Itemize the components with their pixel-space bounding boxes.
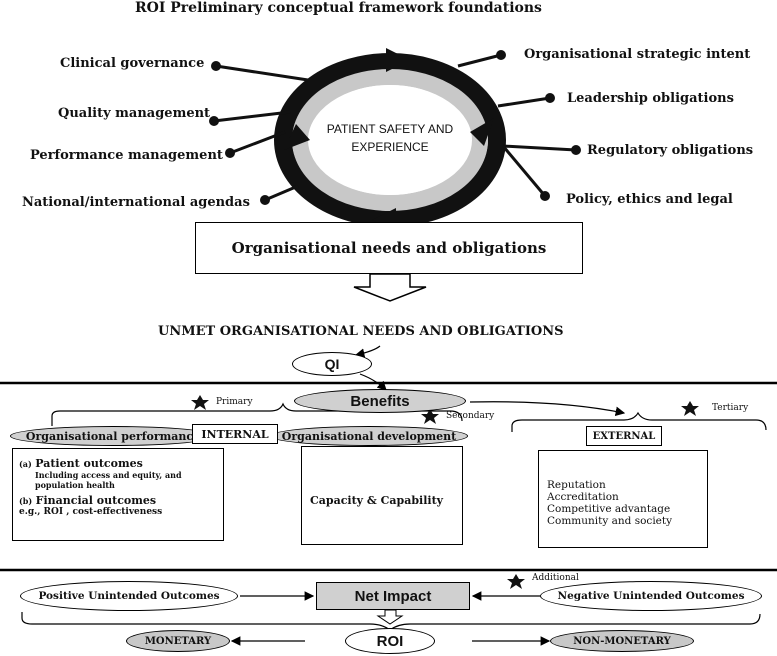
external-detail-box: Reputation Accreditation Competitive adv… — [538, 450, 708, 548]
ring-arrow-top — [386, 48, 410, 72]
left-factor-2: Quality management — [58, 106, 211, 121]
org-development-label: Organisational development — [281, 429, 457, 443]
monetary-oval: MONETARY — [126, 630, 230, 652]
internal-box: INTERNAL — [192, 424, 278, 444]
roi-oval: ROI — [345, 628, 435, 654]
org-development-oval: Organisational development — [270, 426, 468, 446]
needs-box: Organisational needs and obligations — [195, 222, 583, 274]
negative-outcomes-label: Negative Unintended Outcomes — [557, 590, 745, 602]
primary-star — [191, 395, 209, 410]
financial-outcomes-marker: (b) — [19, 496, 33, 506]
right-factor-4: Policy, ethics and legal — [566, 192, 733, 207]
qi-label: QI — [324, 356, 340, 372]
secondary-label: Secondary — [446, 411, 495, 421]
net-impact-label: Net Impact — [354, 587, 432, 605]
secondary-star — [421, 409, 439, 424]
needs-box-label: Organisational needs and obligations — [231, 239, 547, 257]
unmet-heading: UNMET ORGANISATIONAL NEEDS AND OBLIGATIO… — [158, 324, 564, 339]
tertiary-star — [681, 401, 699, 416]
patient-outcomes-detail: Including access and equity, and populat… — [35, 470, 182, 490]
non-monetary-label: NON-MONETARY — [573, 635, 671, 647]
right-factor-1: Organisational strategic intent — [524, 47, 751, 62]
net-impact-box: Net Impact — [316, 582, 470, 610]
qi-oval: QI — [292, 352, 372, 376]
additional-star — [507, 574, 525, 589]
tertiary-label: Tertiary — [712, 403, 749, 413]
left-connectors — [209, 61, 309, 205]
ring-arrow-left — [284, 124, 310, 150]
negative-outcomes-oval: Negative Unintended Outcomes — [540, 581, 762, 611]
financial-outcomes-detail: e.g., ROI , cost-effectiveness — [19, 507, 163, 517]
benefits-label: Benefits — [350, 392, 410, 410]
ring-arrow-right — [470, 118, 494, 146]
left-factor-3: Performance management — [30, 148, 223, 163]
financial-outcomes: Financial outcomes — [35, 494, 157, 507]
patient-outcomes-marker: (a) — [19, 459, 32, 469]
left-factor-4: National/international agendas — [22, 195, 250, 210]
internal-label: INTERNAL — [201, 427, 269, 441]
external-item-2: Accreditation — [547, 491, 619, 503]
capacity-box: Capacity & Capability — [301, 446, 463, 545]
patient-outcomes: Patient outcomes — [35, 457, 143, 470]
patient-safety-ring — [274, 48, 506, 232]
roi-label: ROI — [376, 632, 404, 650]
additional-label: Additional — [532, 573, 579, 583]
down-arrow — [353, 273, 427, 302]
star-markers — [191, 395, 699, 589]
external-item-4: Community and society — [547, 515, 673, 527]
page-title: ROI Preliminary conceptual framework fou… — [135, 0, 542, 16]
left-factor-1: Clinical governance — [60, 56, 205, 71]
capacity-label: Capacity & Capability — [310, 494, 444, 507]
right-factor-2: Leadership obligations — [567, 91, 734, 106]
external-box: EXTERNAL — [586, 426, 662, 446]
monetary-label: MONETARY — [144, 635, 212, 647]
org-performance-oval: Organisational performance — [10, 426, 216, 446]
external-item-3: Competitive advantage — [547, 503, 671, 515]
right-factor-3: Regulatory obligations — [587, 143, 754, 158]
external-label: EXTERNAL — [592, 430, 656, 442]
external-item-1: Reputation — [547, 479, 606, 491]
right-connectors — [457, 50, 581, 201]
benefits-oval: Benefits — [294, 389, 466, 413]
non-monetary-oval: NON-MONETARY — [550, 630, 694, 652]
org-performance-label: Organisational performance — [25, 429, 201, 443]
circle-center-label: PATIENT SAFETY AND EXPERIENCE — [326, 122, 454, 154]
performance-detail-box: (a) Patient outcomes Including access an… — [12, 448, 224, 541]
positive-outcomes-oval: Positive Unintended Outcomes — [20, 581, 238, 611]
positive-outcomes-label: Positive Unintended Outcomes — [38, 590, 220, 602]
primary-label: Primary — [216, 397, 253, 407]
